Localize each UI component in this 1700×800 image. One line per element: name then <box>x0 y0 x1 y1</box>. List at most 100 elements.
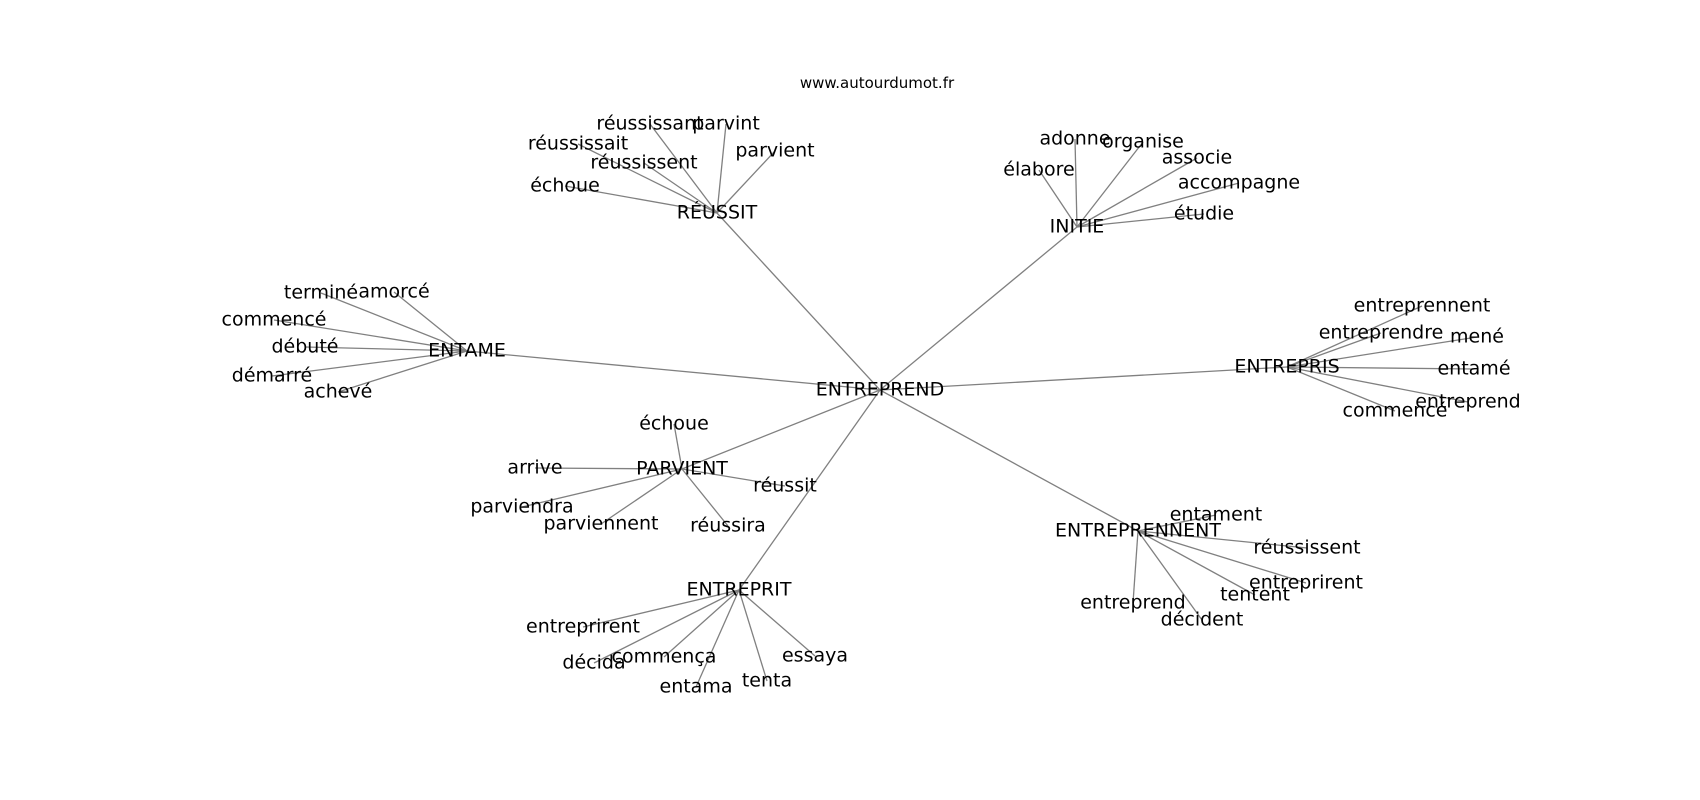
edge-3-1 <box>1286 332 1382 368</box>
leaf-word-node[interactable]: réussissant <box>596 113 703 135</box>
leaf-word-node[interactable]: essaya <box>782 645 848 667</box>
leaf-word-node[interactable]: tenta <box>742 670 792 692</box>
hub-word-node[interactable]: PARVIENT <box>636 458 728 480</box>
leaf-word-node[interactable]: entament <box>1170 504 1263 526</box>
leaf-word-node[interactable]: échoue <box>639 413 709 435</box>
edge-5-5 <box>738 589 816 657</box>
edge-1-5 <box>1076 213 1205 228</box>
edge-0-2 <box>649 123 718 214</box>
edge-4-5 <box>681 468 786 487</box>
edge-2-5 <box>337 350 468 393</box>
edge-3-0 <box>1286 305 1423 368</box>
edge-5-3 <box>695 589 740 688</box>
hub-word-node[interactable]: ENTAME <box>428 340 506 362</box>
leaf-word-node[interactable]: échoue <box>530 175 600 197</box>
root-word-node[interactable]: ENTREPREND <box>816 379 945 401</box>
edge-1-0 <box>1038 169 1078 228</box>
leaf-word-node[interactable]: démarré <box>232 365 312 387</box>
edge-0-5 <box>716 150 776 214</box>
leaf-word-node[interactable]: accompagne <box>1178 172 1300 194</box>
leaf-word-node[interactable]: amorcé <box>358 281 429 303</box>
leaf-word-node[interactable]: tentent <box>1220 584 1290 606</box>
edge-root-3 <box>879 366 1288 391</box>
leaf-word-node[interactable]: parviennent <box>544 513 659 535</box>
edge-5-2 <box>663 589 740 658</box>
edge-root-2 <box>466 350 881 391</box>
edge-5-4 <box>738 589 768 682</box>
edge-3-2 <box>1286 336 1478 368</box>
leaf-word-node[interactable]: réussissait <box>528 133 628 155</box>
edge-6-1 <box>1137 530 1308 549</box>
leaf-word-node[interactable]: commencé <box>1343 400 1448 422</box>
edge-6-4 <box>1137 530 1203 621</box>
leaf-word-node[interactable]: entreprennent <box>1354 295 1491 317</box>
edge-2-4 <box>271 350 468 377</box>
edge-4-0 <box>673 423 683 470</box>
edge-1-4 <box>1076 182 1240 228</box>
leaf-word-node[interactable]: entama <box>660 676 733 698</box>
leaf-word-node[interactable]: entreprirent <box>526 616 640 638</box>
leaf-word-node[interactable]: achevé <box>304 381 373 403</box>
leaf-word-node[interactable]: étudie <box>1174 203 1234 225</box>
hub-word-node[interactable]: RÉUSSIT <box>677 201 758 224</box>
edge-6-3 <box>1137 530 1256 596</box>
leaf-word-node[interactable]: réussissent <box>590 152 697 174</box>
edge-3-4 <box>1286 366 1469 403</box>
leaf-word-node[interactable]: parvient <box>735 140 814 162</box>
leaf-word-node[interactable]: débuté <box>272 336 339 358</box>
hub-word-node[interactable]: ENTREPRENNENT <box>1055 520 1221 542</box>
leaf-word-node[interactable]: entreprendre <box>1319 322 1444 344</box>
edge-4-4 <box>681 468 729 527</box>
edge-0-0 <box>564 185 718 214</box>
leaf-word-node[interactable]: terminé <box>284 282 358 304</box>
hub-word-node[interactable]: INITIE <box>1050 216 1105 238</box>
leaf-word-node[interactable]: réussira <box>690 515 766 537</box>
edge-0-4 <box>716 123 727 214</box>
leaf-word-node[interactable]: adonne <box>1039 128 1110 150</box>
graph-edges <box>271 123 1478 688</box>
edge-root-1 <box>879 226 1078 391</box>
edge-1-2 <box>1076 141 1144 228</box>
edge-2-0 <box>320 292 468 352</box>
edge-5-1 <box>593 589 740 664</box>
edge-3-5 <box>1286 366 1396 412</box>
leaf-word-node[interactable]: élabore <box>1003 159 1074 181</box>
edge-0-1 <box>577 143 718 214</box>
hub-word-node[interactable]: ENTREPRIS <box>1234 356 1339 378</box>
leaf-word-node[interactable]: parvint <box>692 113 760 135</box>
edge-2-3 <box>304 346 468 352</box>
leaf-word-node[interactable]: réussissent <box>1253 537 1360 559</box>
hub-word-node[interactable]: ENTREPRIT <box>687 579 792 601</box>
edge-6-2 <box>1137 530 1307 584</box>
leaf-word-node[interactable]: organise <box>1102 131 1184 153</box>
edge-4-3 <box>600 468 683 525</box>
leaf-word-node[interactable]: décida <box>562 652 625 674</box>
leaf-word-node[interactable]: parviendra <box>470 496 573 518</box>
edge-root-6 <box>879 389 1139 532</box>
edge-root-4 <box>681 389 881 470</box>
site-url[interactable]: www.autourdumot.fr <box>800 74 955 92</box>
leaf-word-node[interactable]: commencé <box>222 309 327 331</box>
edge-6-5 <box>1132 530 1139 604</box>
edge-4-1 <box>534 467 683 470</box>
leaf-word-node[interactable]: entreprirent <box>1249 572 1363 594</box>
leaf-word-node[interactable]: entreprend <box>1080 592 1186 614</box>
leaf-word-node[interactable]: décident <box>1161 609 1244 631</box>
leaf-word-node[interactable]: commença <box>612 646 717 668</box>
leaf-word-node[interactable]: arrive <box>507 457 562 479</box>
edge-2-2 <box>273 319 468 352</box>
leaf-word-node[interactable]: associe <box>1162 147 1232 169</box>
edge-3-3 <box>1286 366 1475 370</box>
graph-labels: ENTREPRENDRÉUSSITéchoueréussissaitréussi… <box>222 113 1521 698</box>
edge-1-3 <box>1076 157 1198 228</box>
edge-1-1 <box>1074 138 1078 228</box>
edge-4-2 <box>521 468 683 508</box>
edge-6-0 <box>1137 514 1217 532</box>
leaf-word-node[interactable]: entreprend <box>1415 391 1521 413</box>
leaf-word-node[interactable]: mené <box>1450 326 1504 348</box>
edge-0-3 <box>643 162 718 214</box>
leaf-word-node[interactable]: réussit <box>753 475 817 497</box>
edge-root-0 <box>716 212 881 391</box>
leaf-word-node[interactable]: entamé <box>1437 358 1510 380</box>
